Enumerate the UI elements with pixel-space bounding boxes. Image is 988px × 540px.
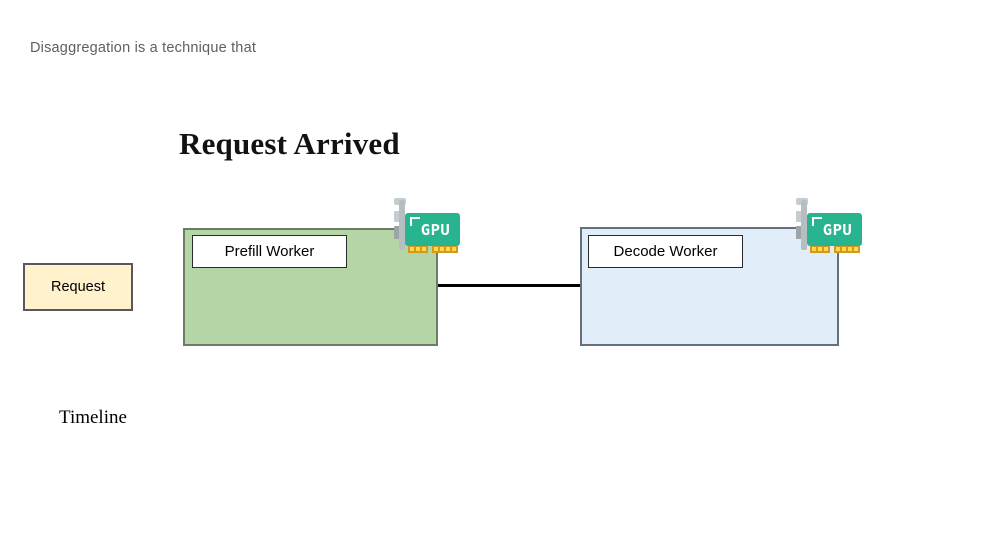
page-title: Request Arrived: [179, 126, 400, 161]
timeline-label: Timeline: [59, 407, 127, 428]
note-text: Disaggregation is a technique that: [30, 40, 257, 56]
gpu-corner-mark: [410, 217, 420, 226]
gpu-bracket-tab: [394, 226, 400, 239]
gpu-bracket-tab: [394, 211, 400, 222]
request-box: Request: [23, 263, 133, 311]
request-label: Request: [50, 279, 105, 295]
prefill-worker-label: Prefill Worker: [192, 235, 347, 268]
connector-line: [438, 284, 580, 287]
gpu-pins: [408, 246, 428, 253]
gpu-label: GPU: [420, 220, 451, 239]
gpu-bracket-tab: [796, 226, 802, 239]
gpu-card-icon: GPU: [807, 213, 862, 246]
decode-worker-label-text: Decode Worker: [613, 243, 718, 260]
gpu-bracket-tab: [796, 211, 802, 222]
gpu-corner-mark: [812, 217, 822, 226]
gpu-label: GPU: [822, 220, 853, 239]
gpu-bracket-bar: [399, 200, 405, 250]
prefill-gpu-icon: GPU: [393, 198, 463, 254]
decode-worker-label: Decode Worker: [588, 235, 743, 268]
gpu-pins: [834, 246, 860, 253]
gpu-card-icon: GPU: [405, 213, 460, 246]
gpu-bracket-bar: [801, 200, 807, 250]
prefill-worker-label-text: Prefill Worker: [224, 243, 315, 260]
gpu-pins: [810, 246, 830, 253]
gpu-pins: [432, 246, 458, 253]
decode-gpu-icon: GPU: [795, 198, 865, 254]
